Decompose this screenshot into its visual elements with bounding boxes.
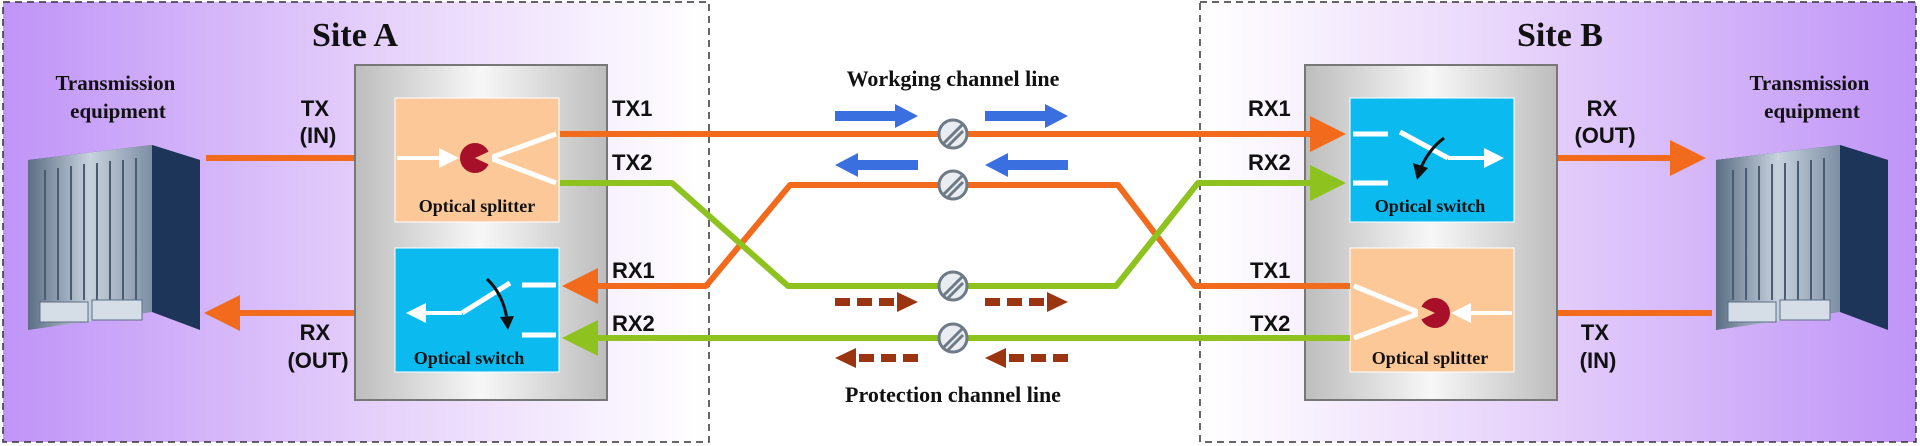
site-b-tx-in-label: TX (IN) xyxy=(1580,320,1617,373)
site-b-port-rx1: RX1 xyxy=(1248,96,1291,121)
working-direction-arrows xyxy=(835,104,1068,177)
fiber-symbols xyxy=(937,118,969,354)
site-a: Site A Transmission equipment TX (IN) xyxy=(2,1,710,443)
protection-direction-arrows xyxy=(835,292,1068,368)
site-a-transmission-equipment xyxy=(28,145,200,330)
site-b-optical-switch: Optical switch xyxy=(1349,97,1515,223)
left-arrow-icon xyxy=(835,153,918,177)
site-b-equipment-label: Transmission equipment xyxy=(1749,71,1874,123)
site-a-port-rx1: RX1 xyxy=(612,258,655,283)
site-b-title: Site B xyxy=(1517,17,1603,54)
fiber-coupler-icon xyxy=(937,118,969,150)
site-b-switch-label: Optical switch xyxy=(1375,196,1486,216)
right-dashed-arrow-icon xyxy=(835,292,918,312)
fiber-coupler-icon xyxy=(937,169,969,201)
site-a-switch-rotate-icon xyxy=(485,277,509,320)
site-a-optical-splitter: Optical splitter xyxy=(394,97,560,223)
fiber-coupler-icon xyxy=(937,270,969,302)
site-b-optical-splitter: Optical splitter xyxy=(1349,247,1515,373)
site-a-optical-switch: Optical switch xyxy=(394,247,560,373)
site-a-port-tx1: TX1 xyxy=(612,96,652,121)
left-arrow-icon xyxy=(985,153,1068,177)
site-b-splitter-label: Optical splitter xyxy=(1372,348,1488,368)
right-arrow-icon xyxy=(835,104,918,128)
right-arrow-icon xyxy=(985,104,1068,128)
right-dashed-arrow-icon xyxy=(985,292,1068,312)
working-channel-label: Workging channel line xyxy=(847,66,1060,91)
site-b-rx-out-label: RX (OUT) xyxy=(1574,96,1635,148)
site-a-splitter-label: Optical splitter xyxy=(419,196,535,216)
site-a-port-tx2: TX2 xyxy=(612,150,652,175)
protection-channel-label: Protection channel line xyxy=(845,382,1061,407)
site-b-transmission-equipment xyxy=(1716,145,1888,330)
site-b-port-tx1: TX1 xyxy=(1250,258,1290,283)
site-a-switch-label: Optical switch xyxy=(414,348,525,368)
site-a-tx-in-label: TX (IN) xyxy=(300,96,337,148)
site-a-port-rx2: RX2 xyxy=(612,311,655,336)
center-section: Workging channel line Protection channel… xyxy=(835,66,1068,407)
site-a-equipment-label: Transmission equipment xyxy=(55,71,180,123)
fiber-coupler-icon xyxy=(937,322,969,354)
left-dashed-arrow-icon xyxy=(985,348,1068,368)
site-a-title: Site A xyxy=(312,17,398,54)
site-b: Site B Transmission equipment RX (OUT) xyxy=(1199,1,1917,443)
left-dashed-arrow-icon xyxy=(835,348,918,368)
site-a-rx-out-label: RX (OUT) xyxy=(287,320,348,373)
site-b-port-tx2: TX2 xyxy=(1250,311,1290,336)
site-b-port-rx2: RX2 xyxy=(1248,150,1291,175)
